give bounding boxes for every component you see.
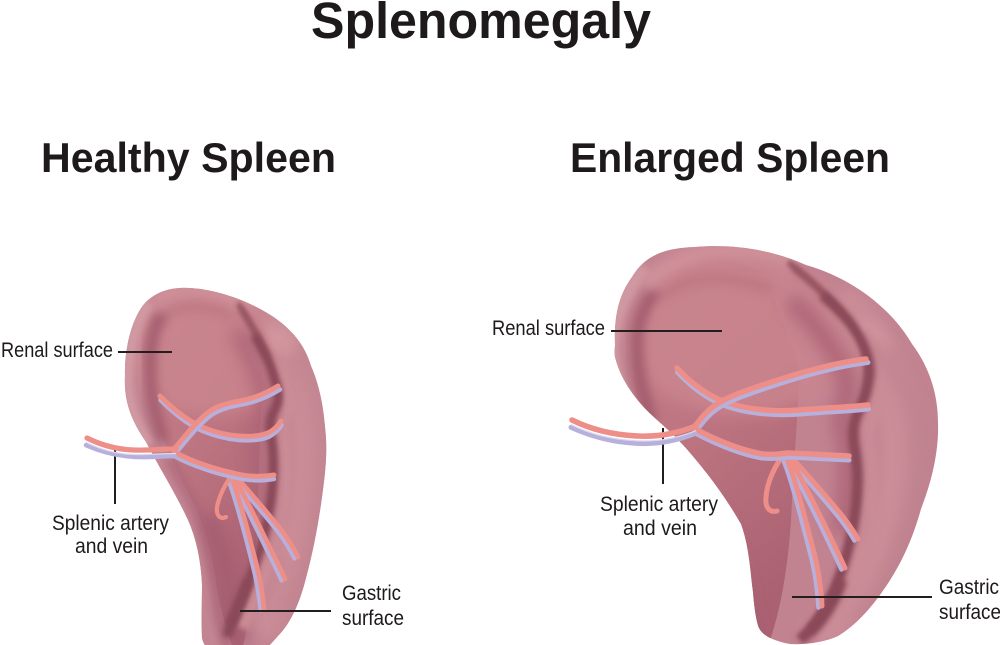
svg-text:Enlarged Spleen: Enlarged Spleen xyxy=(570,134,890,181)
svg-text:and vein: and vein xyxy=(75,534,148,558)
svg-text:and vein: and vein xyxy=(623,516,697,540)
svg-text:Splenic artery: Splenic artery xyxy=(600,492,718,516)
svg-text:Healthy Spleen: Healthy Spleen xyxy=(41,134,336,181)
svg-text:Splenic artery: Splenic artery xyxy=(52,511,169,535)
svg-text:Gastric: Gastric xyxy=(939,575,999,599)
svg-text:Gastric: Gastric xyxy=(342,581,401,605)
svg-text:Renal surface: Renal surface xyxy=(492,316,605,340)
svg-text:surface: surface xyxy=(342,606,404,630)
svg-text:Splenomegaly: Splenomegaly xyxy=(311,0,652,49)
svg-text:surface: surface xyxy=(939,600,1000,624)
svg-text:Renal surface: Renal surface xyxy=(1,338,113,362)
